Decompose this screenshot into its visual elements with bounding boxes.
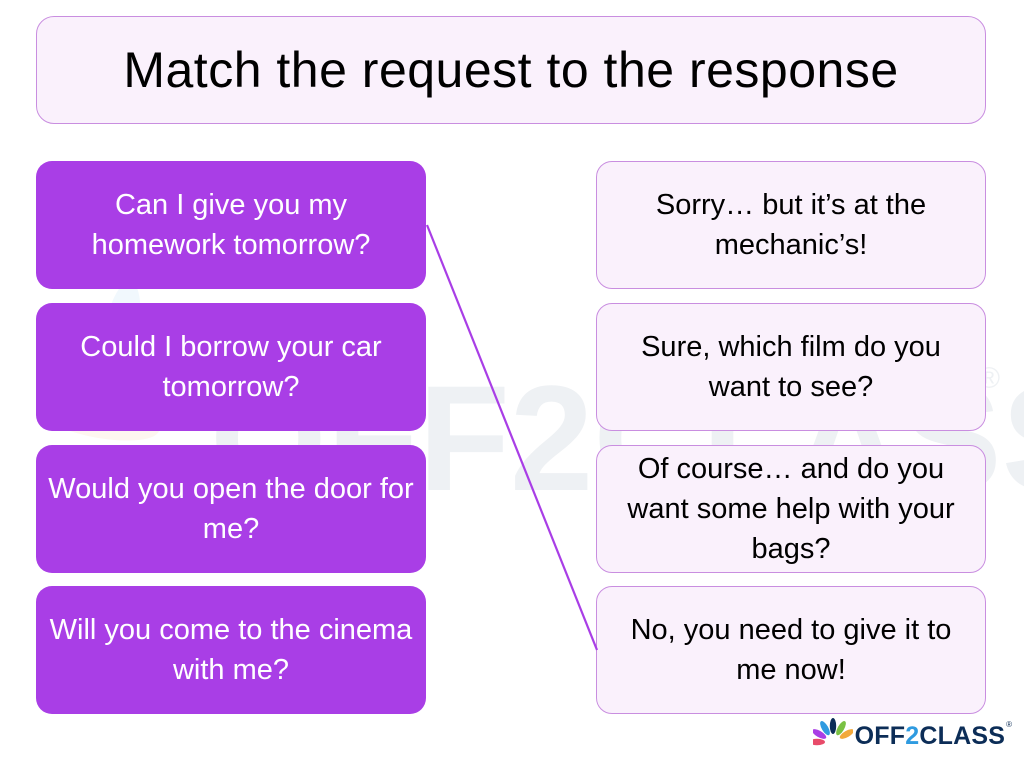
brand-logo: OFF2CLASS ® <box>812 714 1012 758</box>
response-text-3: Of course… and do you want some help wit… <box>627 453 955 565</box>
response-text-2: Sure, which film do you want to see? <box>641 331 941 403</box>
request-text-4: Will you come to the cinema with me? <box>49 614 413 686</box>
request-card-3[interactable]: Would you open the door for me? <box>36 445 426 573</box>
logo-registered-mark: ® <box>1006 720 1012 729</box>
page-title: Match the request to the response <box>123 42 899 98</box>
request-card-2[interactable]: Could I borrow your car tomorrow? <box>36 303 426 431</box>
response-card-4[interactable]: No, you need to give it to me now! <box>596 586 986 714</box>
request-card-4[interactable]: Will you come to the cinema with me? <box>36 586 426 714</box>
request-card-1[interactable]: Can I give you my homework tomorrow? <box>36 161 426 289</box>
request-text-3: Would you open the door for me? <box>48 473 414 545</box>
request-text-2: Could I borrow your car tomorrow? <box>80 331 382 403</box>
logo-text-off: OFF <box>854 721 906 750</box>
response-card-3[interactable]: Of course… and do you want some help wit… <box>596 445 986 573</box>
response-text-1: Sorry… but it’s at the mechanic’s! <box>655 189 927 261</box>
flower-petals-icon <box>812 718 853 746</box>
response-text-4: No, you need to give it to me now! <box>630 614 952 686</box>
logo-wordmark: OFF2CLASS <box>855 722 1005 751</box>
request-text-1: Can I give you my homework tomorrow? <box>91 189 371 261</box>
response-card-2[interactable]: Sure, which film do you want to see? <box>596 303 986 431</box>
logo-text-two: 2 <box>905 721 920 750</box>
title-banner: Match the request to the response <box>36 16 986 124</box>
response-card-1[interactable]: Sorry… but it’s at the mechanic’s! <box>596 161 986 289</box>
logo-text-class: CLASS <box>919 721 1006 750</box>
